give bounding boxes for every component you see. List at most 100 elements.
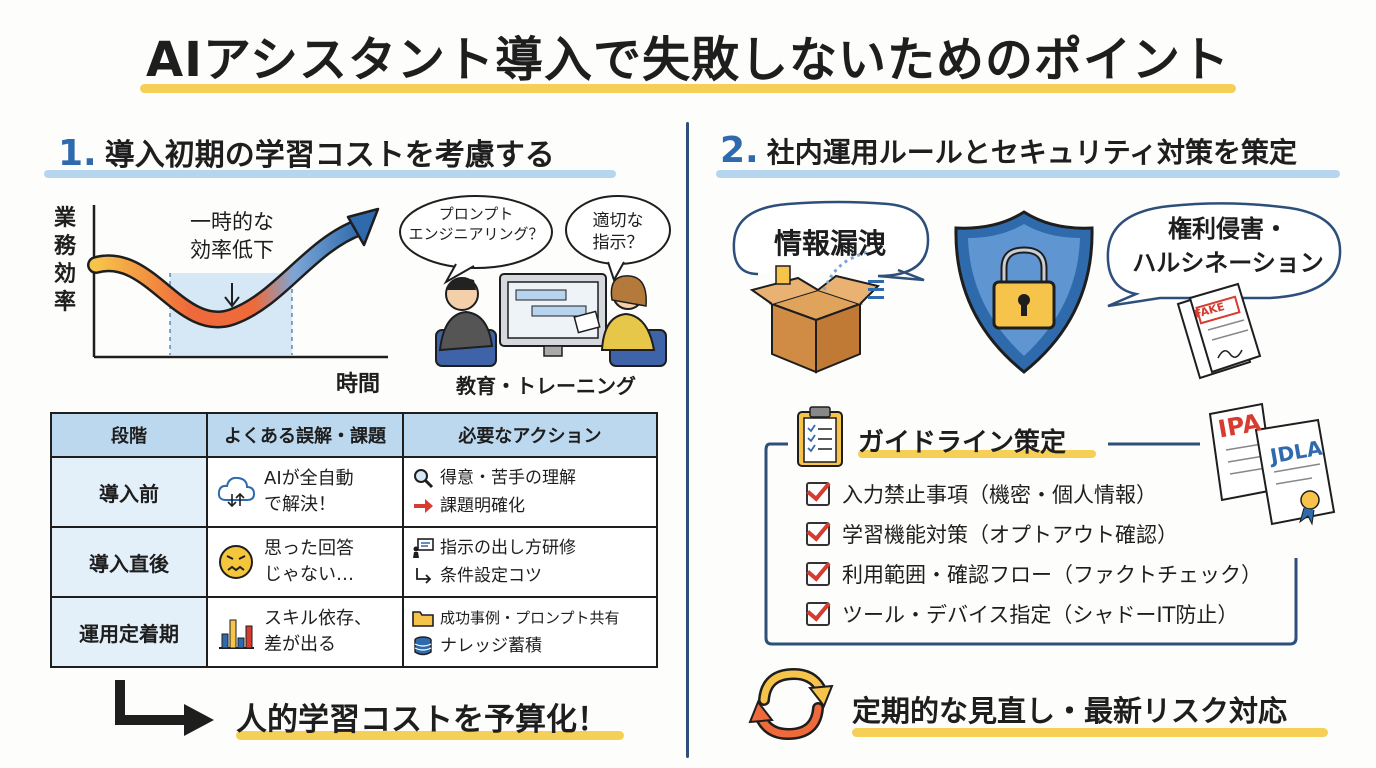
bubble-prompt-shape <box>399 195 553 269</box>
section1-underline <box>44 170 616 178</box>
clipboard-icon <box>797 406 843 467</box>
action-line: 成功事例・プロンプト共有 <box>439 609 620 627</box>
issue-line: じゃない… <box>264 564 354 585</box>
action-cell: 指示の出し方研修 条件設定コツ <box>401 526 659 598</box>
graph-annotation: 一時的な 効率低下 <box>176 208 288 264</box>
box-flap-left <box>749 276 819 305</box>
refresh-cycle-icon <box>748 667 834 741</box>
section1-heading: 1.導入初期の学習コストを考慮する <box>58 130 555 174</box>
stage-cell: 運用定着期 <box>50 596 208 668</box>
data-bar <box>868 288 884 291</box>
action-line: 指示の出し方研修 <box>439 538 576 558</box>
curve-arrowhead <box>346 207 380 247</box>
section2-heading: 2.社内運用ルールとセキュリティ対策を策定 <box>720 130 1297 171</box>
action-line: ナレッジ蓄積 <box>439 636 542 656</box>
table-row: 運用定着期 スキル依存、 差が出る 成功事例・プロンプト共有 ナレッジ蓄積 <box>50 596 659 668</box>
review-underline <box>852 728 1328 737</box>
checkbox-checked-icon <box>806 562 830 586</box>
person-right-hair <box>610 275 647 307</box>
graph-annotation-line2: 効率低下 <box>190 238 274 262</box>
checklist-item: 入力禁止事項（機密・個人情報） <box>806 474 1262 514</box>
bubble-rights-line1: 権利侵害・ <box>1168 215 1288 243</box>
action-cell: 成功事例・プロンプト共有 ナレッジ蓄積 <box>401 596 659 668</box>
data-bar <box>868 280 884 283</box>
hallucination-illustration <box>1106 202 1342 380</box>
signature-scribble <box>1217 349 1243 359</box>
graph-ylabel: 業務効率 <box>53 206 76 315</box>
bubble-prompt-tail <box>443 263 475 285</box>
doc-line <box>1229 467 1267 475</box>
title-underline <box>140 84 1236 93</box>
doc-line <box>1207 319 1245 331</box>
checklist-item-text: 学習機能対策（オプトアウト確認） <box>842 523 1178 547</box>
action-line: 課題明確化 <box>439 496 525 516</box>
bubble-rights-line2: ハルシネーション <box>1132 249 1324 277</box>
bubble-rights-shape <box>1106 202 1342 308</box>
cloud-sync-icon <box>217 476 256 508</box>
fake-doc <box>1188 282 1262 374</box>
section2-number: 2. <box>720 130 759 171</box>
doc-line <box>1211 329 1249 341</box>
issue-cell: 思った回答 じゃない… <box>206 526 404 598</box>
guideline-title-underline <box>858 450 1096 458</box>
bubble-instruction-line1: 適切な <box>592 211 644 231</box>
table-header-row: 段階 よくある誤解・課題 必要なアクション <box>50 412 659 458</box>
guideline-checklist: 入力禁止事項（機密・個人情報） 学習機能対策（オプトアウト確認） 利用範囲・確認… <box>806 474 1262 634</box>
monitor-stand <box>543 345 563 357</box>
screen-window-1 <box>515 289 567 301</box>
box-right <box>815 302 861 374</box>
doc-line <box>1275 477 1313 485</box>
presentation-icon <box>412 537 434 559</box>
screen-window-2 <box>531 305 587 317</box>
bubble-prompt-text: プロンプト エンジニアリング？ <box>398 204 554 244</box>
issue-line: スキル依存、 <box>264 608 372 629</box>
seal-badge-icon <box>1300 490 1320 510</box>
issue-cell: AIが全自動 で解決！ <box>206 456 404 528</box>
graph-xlabel: 時間 <box>336 372 381 397</box>
database-icon <box>412 635 434 657</box>
info-leak-illustration <box>732 200 930 374</box>
table-header-action: 必要なアクション <box>401 412 659 458</box>
stage-cell: 導入直後 <box>50 526 208 598</box>
doc-line <box>1225 443 1263 451</box>
seal-ribbon <box>1299 507 1315 526</box>
section2-heading-text: 社内運用ルールとセキュリティ対策を策定 <box>766 136 1298 169</box>
bubble-prompt-line1: プロンプト <box>438 205 514 223</box>
bubble-rights-text: 権利侵害・ ハルシネーション <box>1116 212 1340 280</box>
section-divider <box>686 122 689 758</box>
checklist-item-text: ツール・デバイス指定（シャドーIT防止） <box>842 603 1239 627</box>
leaking-doc-icon <box>775 265 791 285</box>
bar-chart-icon <box>219 619 254 649</box>
bubble-leak-text: 情報漏洩 <box>773 227 886 260</box>
efficiency-curve <box>89 220 367 326</box>
issue-line: 思った回答 <box>264 538 354 559</box>
training-caption: 教育・トレーニング <box>456 374 636 398</box>
bubble-leak-shape <box>732 200 930 282</box>
stage-cell: 導入前 <box>50 456 208 528</box>
bubble-instruction-tail <box>607 261 625 283</box>
issue-line: AIが全自動 <box>264 468 354 489</box>
official-documents-illustration <box>1208 402 1336 526</box>
magnifier-icon <box>412 467 434 489</box>
section1-number: 1. <box>58 133 97 174</box>
corner-arrow-icon <box>412 565 434 587</box>
doc-line <box>1273 463 1321 473</box>
section1-heading-text: 導入初期の学習コストを考慮する <box>104 138 555 173</box>
page-title: AIアシスタント導入で失敗しないためのポイント <box>145 32 1231 88</box>
action-line: 得意・苦手の理解 <box>439 468 576 488</box>
issue-line: 差が出る <box>264 634 336 655</box>
bubble-instruction-line2: 指示？ <box>592 233 644 253</box>
checklist-item: ツール・デバイス指定（シャドーIT防止） <box>806 594 1262 634</box>
table-row: 導入前 AIが全自動 で解決！ 得意・苦手の理解 課題明確化 <box>50 456 659 528</box>
issue-line: で解決！ <box>264 494 336 515</box>
paper-sheet <box>573 310 601 334</box>
table-row: 導入直後 思った回答 じゃない… 指示の出し方研修 条件設定コツ <box>50 526 659 598</box>
issue-cell: スキル依存、 差が出る <box>206 596 404 668</box>
learning-curve-graph <box>87 205 388 359</box>
review-text: 定期的な見直し・最新リスク対応 <box>852 694 1288 728</box>
stages-table: 段階 よくある誤解・課題 必要なアクション 導入前 AIが全自動 で解決！ 得意… <box>50 412 659 668</box>
person-left-body <box>438 310 494 352</box>
checkbox-checked-icon <box>806 602 830 626</box>
checklist-item-text: 利用範囲・確認フロー（ファクトチェック） <box>842 563 1262 587</box>
graph-annotation-line1: 一時的な <box>190 210 274 234</box>
